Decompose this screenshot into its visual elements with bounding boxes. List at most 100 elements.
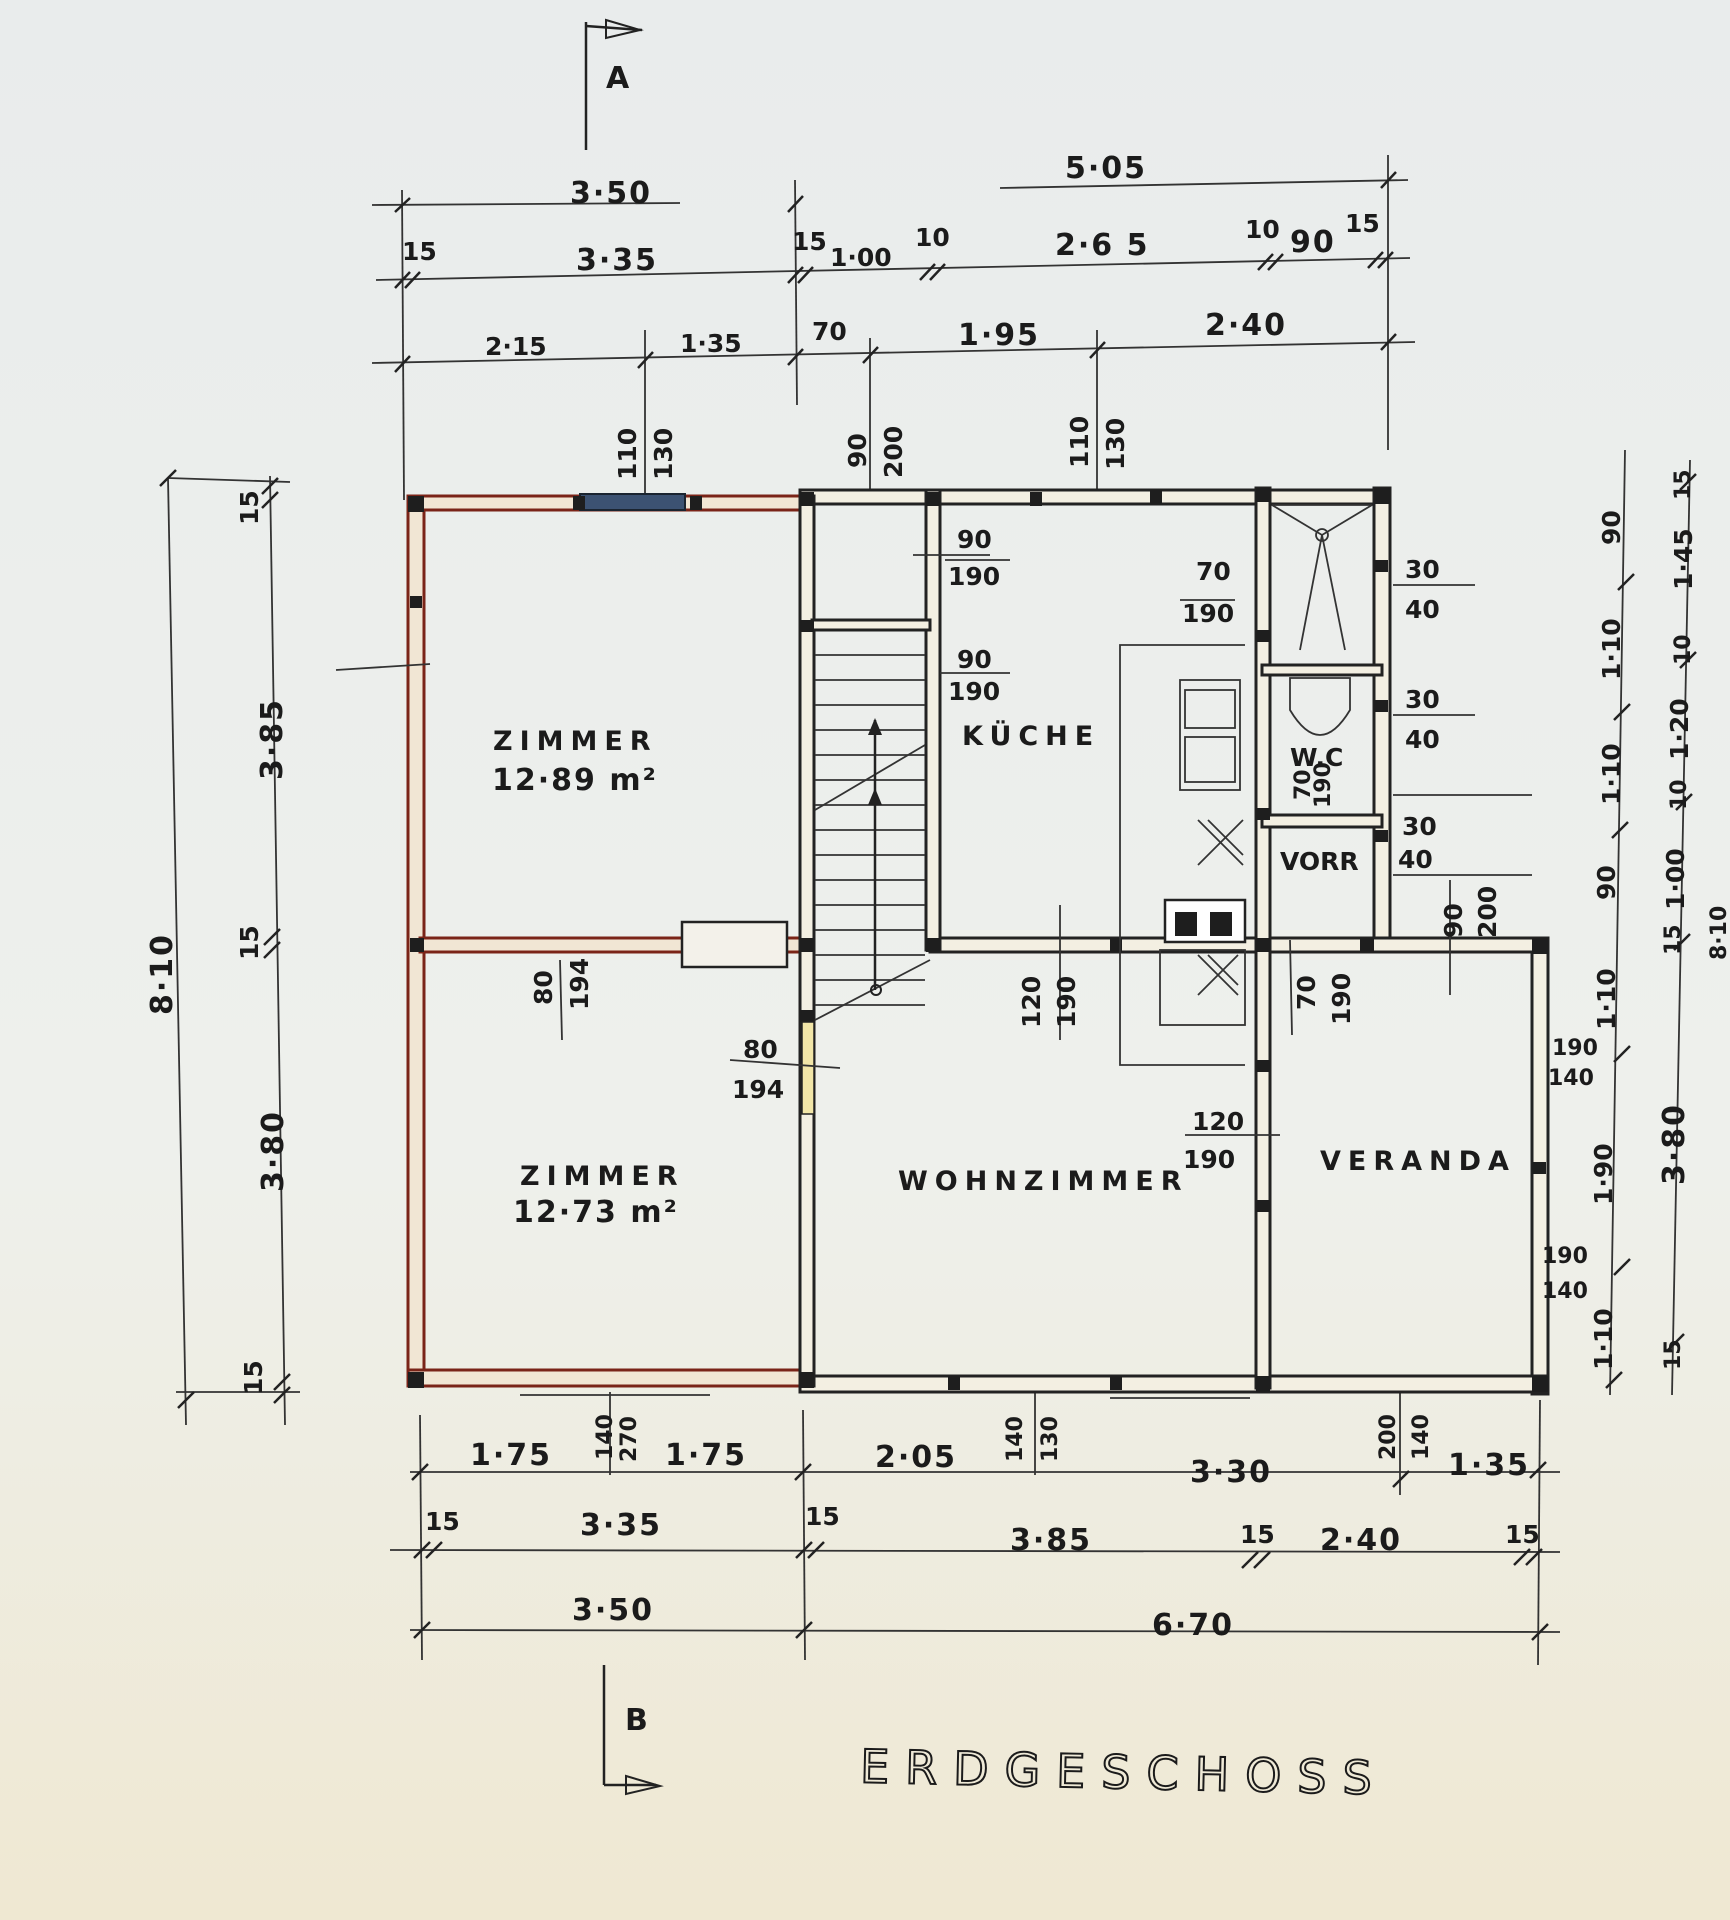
dim-op3-h: 130 xyxy=(1101,418,1130,470)
dim-left-15-a: 15 xyxy=(235,490,264,525)
dim-wc-door-h: 190 xyxy=(1182,599,1234,628)
dim-left-15-c: 15 xyxy=(239,1360,268,1395)
dim-top-10-a: 10 xyxy=(915,223,950,252)
section-label-a: A xyxy=(606,61,631,96)
dim-door3-w: 120 xyxy=(1017,976,1046,1028)
dim-door2-h: 194 xyxy=(732,1075,784,1104)
dim-bottom-15-c: 15 xyxy=(1240,1520,1275,1549)
dim-top-1-35: 1·35 xyxy=(680,329,742,358)
dim-left-3-85: 3·85 xyxy=(255,698,290,780)
kitchen-counter xyxy=(1119,644,1247,1066)
room-name-zimmer-top: ZIMMER xyxy=(493,726,658,757)
dim-op1-w: 110 xyxy=(613,428,642,480)
dim-top-2-40: 2·40 xyxy=(1205,308,1287,343)
dim-bottom-3-35: 3·35 xyxy=(580,1508,662,1543)
dim-vorr-door-h: 200 xyxy=(1473,886,1502,938)
dim-right-15-b: 15 xyxy=(1661,924,1686,955)
top-dimension-lines: 3·50 5·05 15 3·35 15 1·00 10 2·6 5 10 90… xyxy=(371,151,1416,501)
plan-title: ERDGESCHOSS xyxy=(860,1739,1389,1805)
dim-right-1-20: 1·20 xyxy=(1665,698,1694,760)
dim-top-15-a: 15 xyxy=(402,237,437,266)
room-name-veranda: VERANDA xyxy=(1320,1146,1516,1177)
dim-top-10-b: 10 xyxy=(1245,215,1280,244)
dim-kueche-door2-w: 90 xyxy=(957,645,992,674)
dim-kueche-door2-h: 190 xyxy=(948,677,1000,706)
dim-bottom-2-05: 2·05 xyxy=(875,1440,957,1475)
bottom-dimension-lines: 1·75 140 270 1·75 2·05 140 130 3·30 200 … xyxy=(389,1392,1561,1666)
dim-vorr-door-w: 90 xyxy=(1439,903,1468,938)
dim-win2-h: 40 xyxy=(1405,725,1440,754)
dim-left-15-b: 15 xyxy=(235,925,264,960)
dim-wc-door-w: 70 xyxy=(1196,557,1231,586)
dim-left-3-80: 3·80 xyxy=(256,1110,291,1192)
left-dimension-lines: 8·10 15 3·85 15 3·80 15 xyxy=(145,469,300,1426)
dim-top-90: 90 xyxy=(1290,225,1336,260)
dim-right-1-10-d: 1·10 xyxy=(1589,1308,1618,1370)
room-name-wc: W.C xyxy=(1290,743,1343,772)
dim-top-2-65: 2·6 5 xyxy=(1055,228,1149,263)
dim-win3-w: 30 xyxy=(1402,812,1437,841)
dim-door5-w: 120 xyxy=(1192,1107,1244,1136)
dim-door4-w: 70 xyxy=(1292,975,1321,1010)
dim-veranda1-h: 140 xyxy=(1548,1066,1594,1091)
dim-left-8-10: 8·10 xyxy=(145,933,180,1015)
dim-win2-w: 30 xyxy=(1405,685,1440,714)
dim-bottom-1-75-b: 1·75 xyxy=(665,1438,747,1473)
walls xyxy=(406,486,1550,1396)
dim-veranda2-h: 140 xyxy=(1542,1279,1588,1304)
dim-right-15-a: 15 xyxy=(1671,469,1696,500)
dim-top-5-05: 5·05 xyxy=(1065,151,1147,186)
dim-bottom-6-70: 6·70 xyxy=(1152,1608,1234,1643)
dim-bottom-15-a: 15 xyxy=(425,1507,460,1536)
room-name-wohnzimmer: WOHNZIMMER xyxy=(898,1166,1189,1197)
dim-bottom-130: 130 xyxy=(1038,1416,1063,1462)
dim-bottom-270: 270 xyxy=(617,1416,642,1462)
right-dimension-lines: 90 1·10 1·10 90 1·10 1·90 1·10 15 1·45 1… xyxy=(1589,449,1730,1396)
wc-fixtures xyxy=(1271,504,1373,736)
dim-door2-w: 80 xyxy=(743,1035,778,1064)
section-mark-b: B xyxy=(602,1665,664,1796)
dim-wc2-w: 70 xyxy=(1291,769,1316,800)
section-label-b: B xyxy=(625,1703,650,1738)
wall-posts xyxy=(408,488,1548,1392)
dim-bottom-15-b: 15 xyxy=(805,1502,840,1531)
dim-bottom-2-40: 2·40 xyxy=(1320,1523,1402,1558)
dim-right-90-a: 90 xyxy=(1597,510,1626,545)
dim-bottom-1-35: 1·35 xyxy=(1448,1448,1530,1483)
dim-kueche-door1-h: 190 xyxy=(948,562,1000,591)
room-name-kueche: KÜCHE xyxy=(962,719,1100,752)
dim-right-1-10-a: 1·10 xyxy=(1597,618,1626,680)
dim-veranda2-w: 190 xyxy=(1542,1244,1588,1269)
dim-top-2-15: 2·15 xyxy=(485,332,547,361)
window-top-zimmer xyxy=(579,493,686,511)
inner-dimensions: 90 190 90 190 70 190 70 190 30 40 30 40 … xyxy=(529,525,1598,1304)
dim-right-15-c: 15 xyxy=(1661,1339,1686,1370)
dim-right-1-10-b: 1·10 xyxy=(1597,743,1626,805)
dim-op3-w: 110 xyxy=(1065,416,1094,468)
dim-bottom-140-c: 140 xyxy=(1409,1414,1434,1460)
dim-right-10-b: 10 xyxy=(1667,779,1692,810)
dim-bottom-15-d: 15 xyxy=(1505,1520,1540,1549)
dim-bottom-200: 200 xyxy=(1376,1414,1401,1460)
staircase xyxy=(814,654,931,1021)
dim-bottom-1-75-a: 1·75 xyxy=(470,1438,552,1473)
dim-right-1-10-c: 1·10 xyxy=(1592,968,1621,1030)
dim-door1-w: 80 xyxy=(529,970,558,1005)
dim-top-70: 70 xyxy=(812,317,847,346)
room-name-zimmer-bottom: ZIMMER xyxy=(520,1161,685,1192)
door-wohnzimmer xyxy=(801,1021,815,1115)
dim-veranda1-w: 190 xyxy=(1552,1036,1598,1061)
dim-bottom-140-a: 140 xyxy=(593,1414,618,1460)
dim-bottom-140-b: 140 xyxy=(1003,1416,1028,1462)
dim-door5-h: 190 xyxy=(1183,1145,1235,1174)
dim-kueche-door1-w: 90 xyxy=(957,525,992,554)
dim-right-8-10: 8·10 xyxy=(1707,906,1730,960)
dim-door3-h: 190 xyxy=(1052,976,1081,1028)
room-labels: ZIMMER 12·89 m² ZIMMER 12·73 m² KÜCHE WO… xyxy=(492,719,1516,1230)
dim-op2-w: 90 xyxy=(843,433,872,468)
dim-wc2-h: 190 xyxy=(1311,762,1336,808)
room-name-vorr: VORR xyxy=(1280,847,1359,876)
dim-door4-h: 190 xyxy=(1327,973,1356,1025)
dim-top-3-35: 3·35 xyxy=(576,243,658,278)
